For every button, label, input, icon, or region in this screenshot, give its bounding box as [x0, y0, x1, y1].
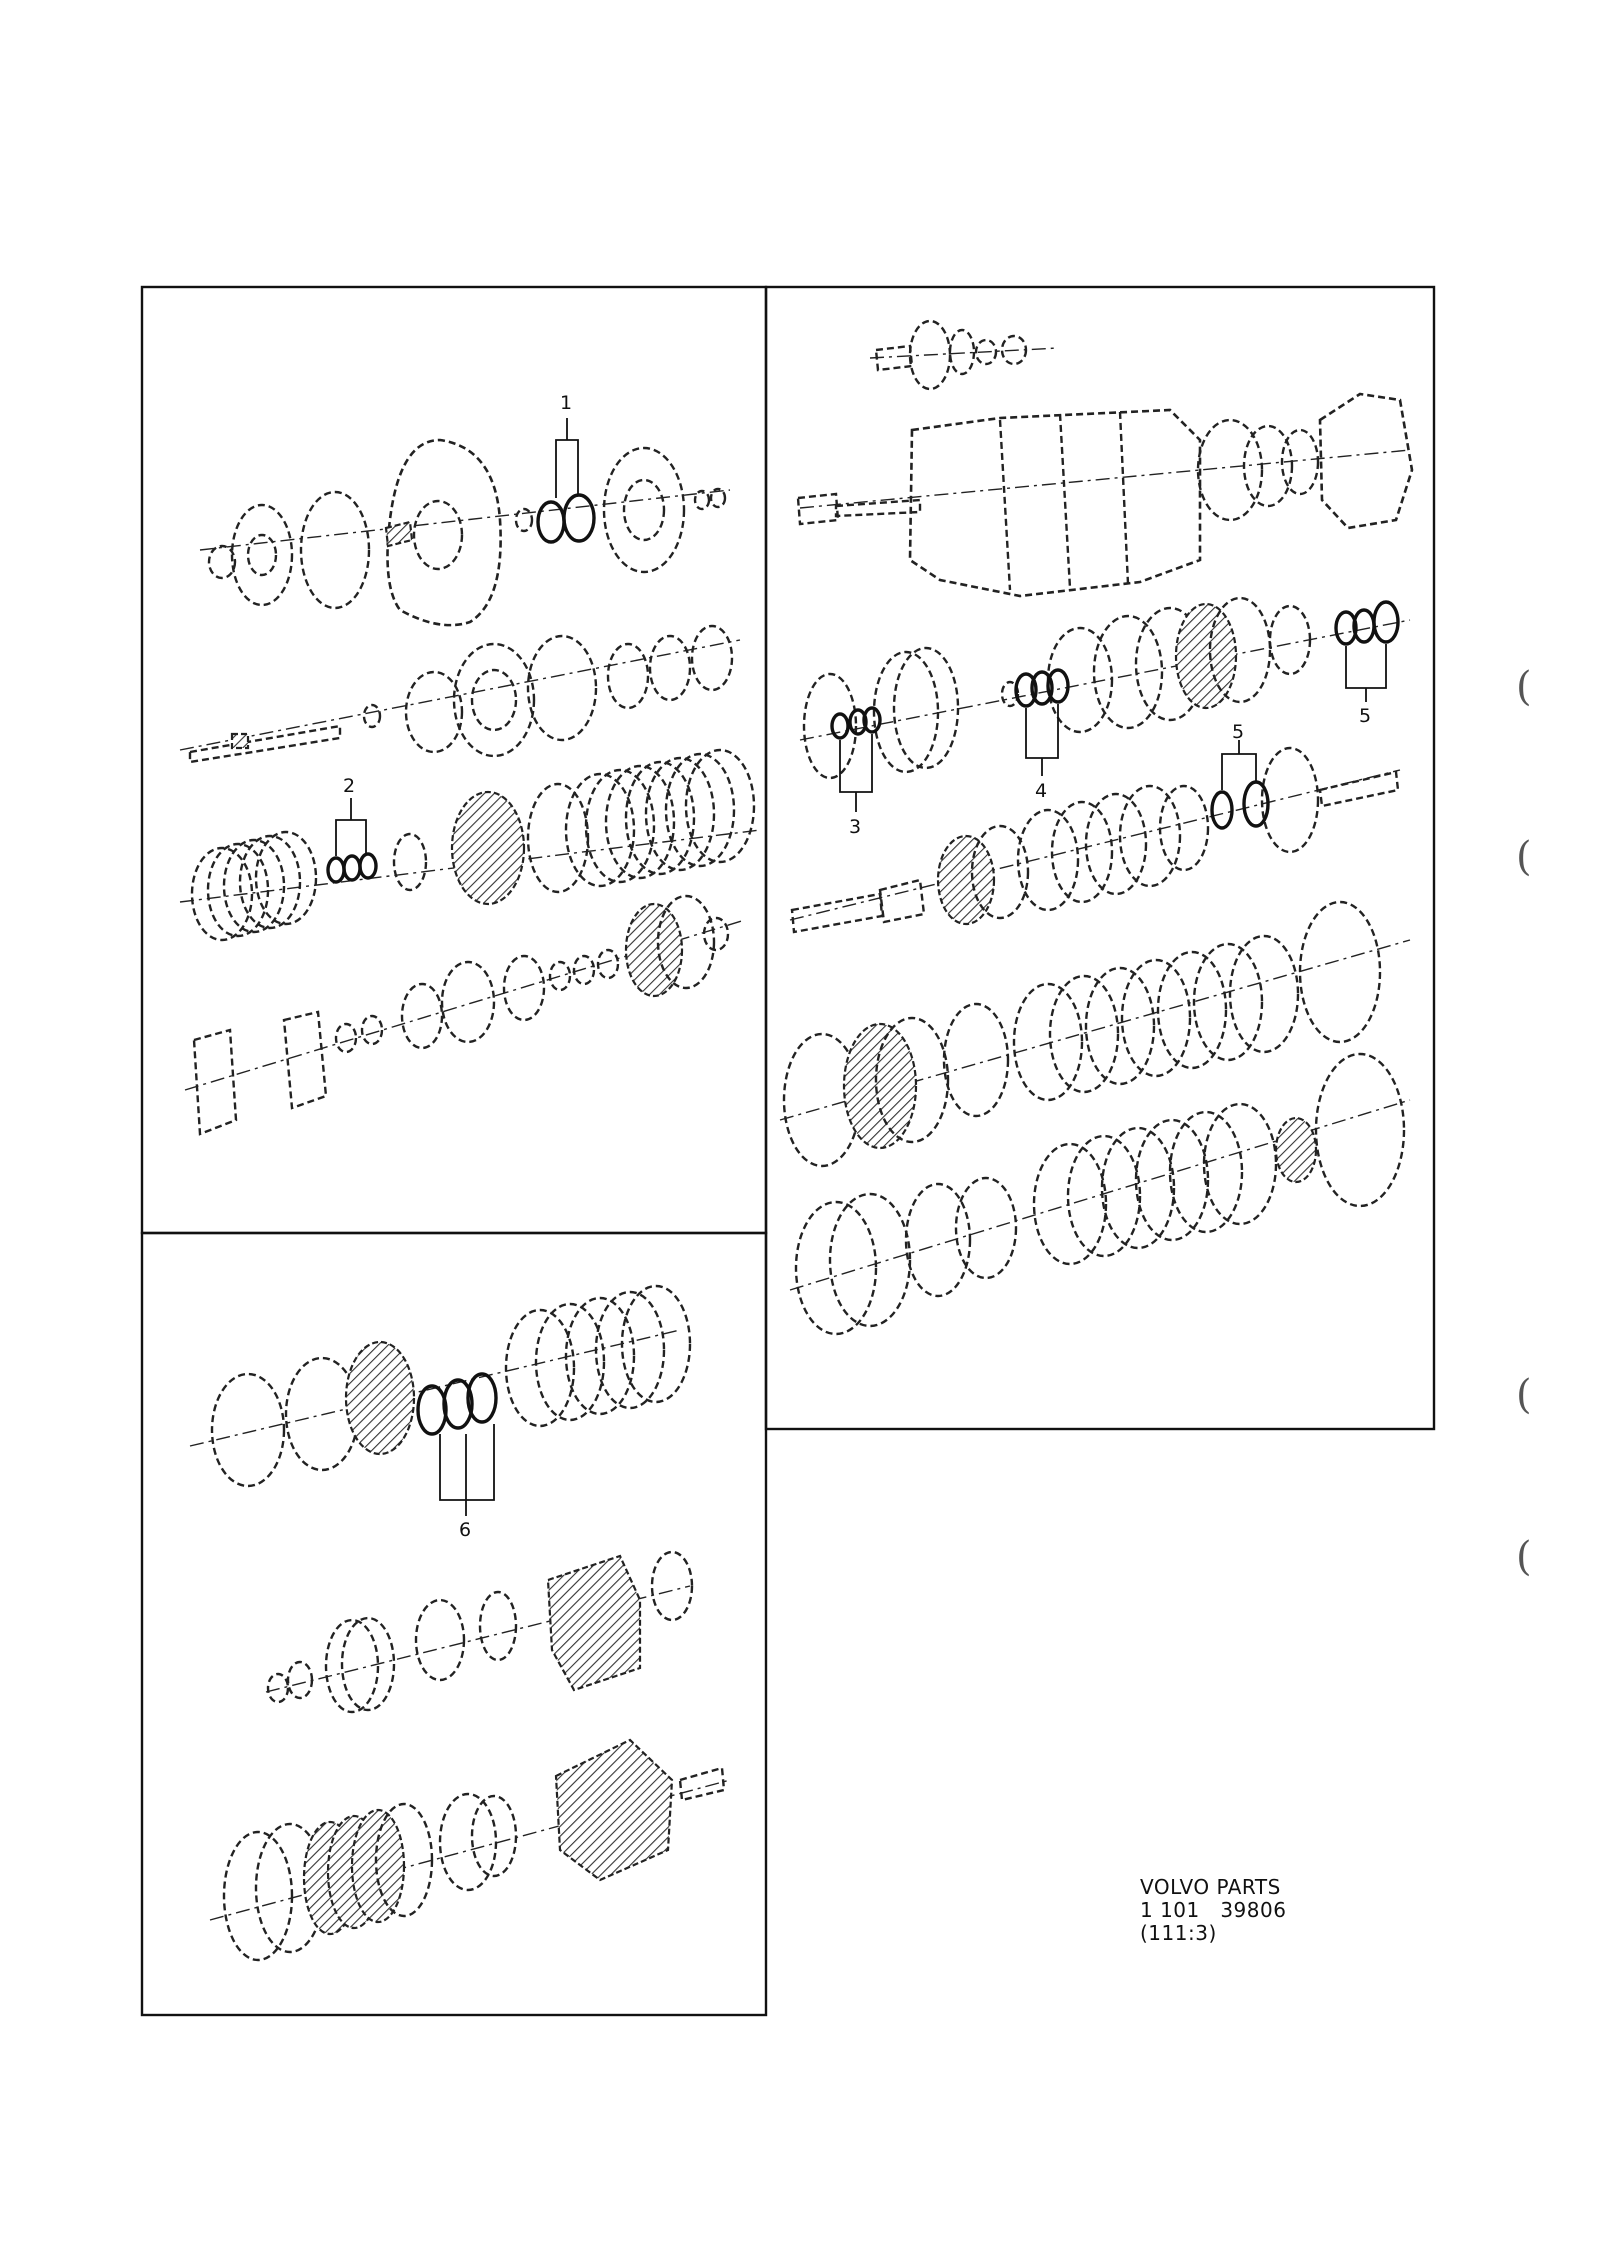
- planetary-row: [184, 894, 746, 1136]
- output-shaft-row: [789, 746, 1401, 934]
- clutch-drum-row-a: [779, 900, 1411, 1168]
- callout-3-label: 3: [849, 816, 861, 838]
- clutch-pack-row: [179, 748, 761, 942]
- callout-4-label: 4: [1035, 780, 1047, 802]
- clutch-drum-row-b: [789, 1052, 1411, 1336]
- forward-drum-row: [265, 1550, 694, 1714]
- pump-assembly-row: [199, 438, 731, 627]
- output-flange-row: [869, 319, 1059, 391]
- callout-2-rings: 2: [326, 775, 378, 884]
- callout-1-label: 1: [560, 392, 572, 414]
- margin-mark-3: (: [1516, 1372, 1532, 1418]
- margin-mark-2: (: [1516, 834, 1532, 880]
- callout-5-lower-rings: 5: [1210, 721, 1270, 830]
- margin-marks: ( ( ( (: [1516, 664, 1532, 1580]
- callout-6-rings: 6: [416, 1372, 498, 1541]
- panel-top-left-frame: [140, 285, 768, 1235]
- parts-reference-block: VOLVO PARTS 1 101 39806 (111:3): [1140, 1876, 1286, 1945]
- footer-brand: VOLVO PARTS: [1140, 1875, 1281, 1899]
- callout-5-upper-rings: 5: [1334, 600, 1400, 727]
- transmission-case-row: [796, 392, 1414, 598]
- footer-reference: (111:3): [1140, 1921, 1217, 1945]
- callout-5-lower-label: 5: [1232, 721, 1244, 743]
- callout-6-label: 6: [459, 1519, 471, 1541]
- panel-right: 3 4 5: [779, 319, 1414, 1336]
- callout-1-seals: 1: [536, 392, 596, 544]
- callout-3-rings: 3: [830, 706, 882, 838]
- panel-top-left: 1: [179, 392, 761, 1136]
- input-shaft-row: [179, 624, 741, 764]
- panel-frames: [140, 285, 1436, 2017]
- panel-bottom-left-frame: [140, 1231, 768, 2017]
- panel-right-frame: [764, 285, 1436, 1431]
- rear-clutch-row: [209, 1738, 731, 1962]
- callout-5-upper-label: 5: [1359, 705, 1371, 727]
- footer-part-number: 1 101 39806: [1140, 1898, 1287, 1922]
- margin-mark-4: (: [1516, 1534, 1532, 1580]
- callout-2-label: 2: [343, 775, 355, 797]
- margin-mark-1: (: [1516, 664, 1532, 710]
- panel-bottom-left: 6: [189, 1284, 731, 1962]
- callout-4-rings: 4: [1014, 668, 1070, 802]
- gear-set-row: [799, 596, 1411, 780]
